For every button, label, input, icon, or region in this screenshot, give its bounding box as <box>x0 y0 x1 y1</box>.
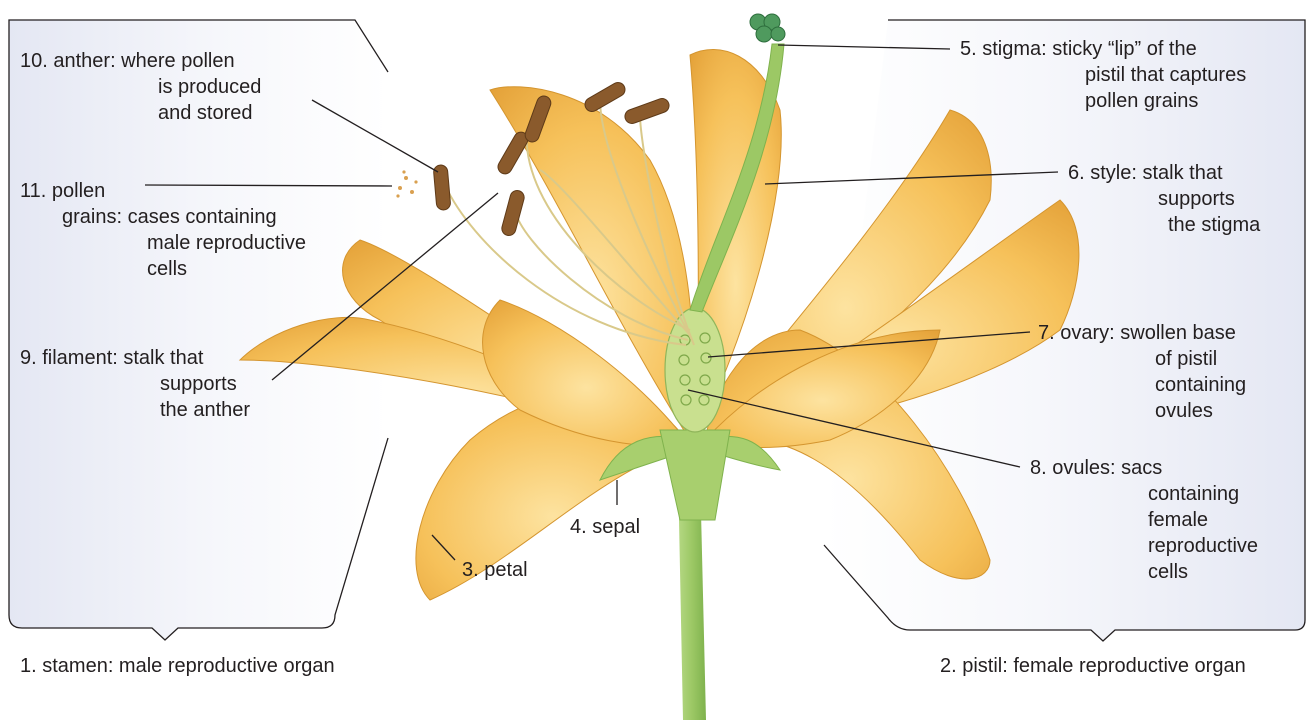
ovules-label: 8. ovules: sacs containing female reprod… <box>1030 455 1258 585</box>
pistil-label: 2. pistil: female reproductive organ <box>940 653 1246 679</box>
filament-label: 9. filament: stalk that supports the ant… <box>20 345 250 423</box>
ovary <box>665 308 725 432</box>
pollen-label: 11. pollen grains: cases containing male… <box>20 178 306 282</box>
stamen-label: 1. stamen: male reproductive organ <box>20 653 335 679</box>
pollen-grains <box>396 170 417 197</box>
stigma-label: 5. stigma: sticky “lip” of the pistil th… <box>960 36 1246 114</box>
petal-label: 3. petal <box>462 557 528 583</box>
anther-label: 10. anther: where pollen is produced and… <box>20 48 261 126</box>
ovary-label: 7. ovary: swollen base of pistil contain… <box>1038 320 1246 424</box>
sepal-label: 4. sepal <box>570 514 640 540</box>
stigma <box>750 14 785 42</box>
style-label: 6. style: stalk that supports the stigma <box>1068 160 1260 238</box>
